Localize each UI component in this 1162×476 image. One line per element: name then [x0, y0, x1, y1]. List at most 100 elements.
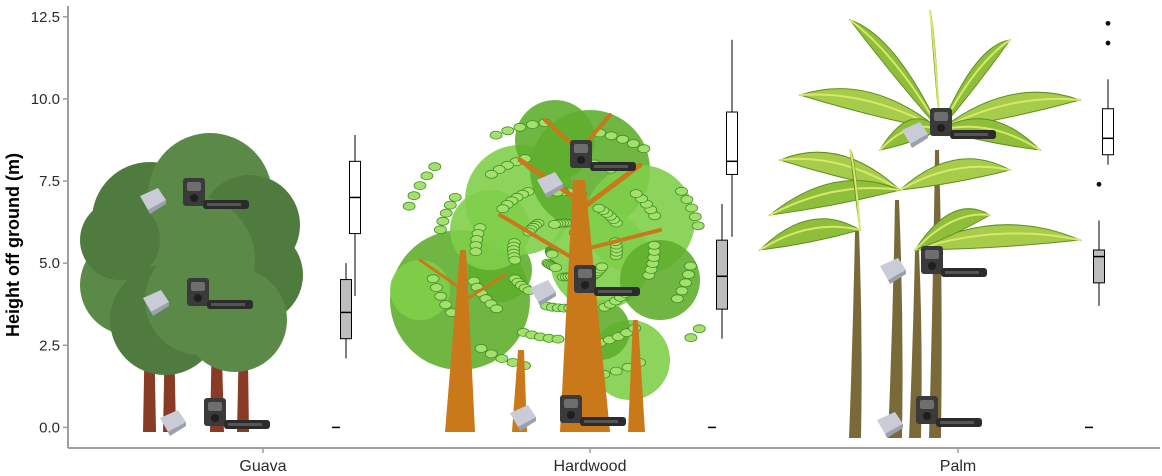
boxplot-box — [726, 111, 738, 175]
hardwood-leaf — [434, 291, 448, 301]
hardwood-leaf — [489, 130, 503, 140]
hardwood-leaf — [420, 171, 434, 181]
palm-frond — [898, 158, 1012, 191]
palm-frond-rib — [899, 165, 1011, 191]
hardwood-leaf — [688, 212, 702, 222]
camera-trap-icon — [187, 278, 253, 309]
sensor-box-icon — [160, 410, 186, 436]
sensor-box-icon — [537, 172, 563, 198]
hardwood-tree-illustration — [390, 100, 706, 432]
hardwood-leaf — [616, 134, 629, 144]
hardwood-leaf — [545, 249, 559, 259]
hardwood-main-trunk — [560, 180, 610, 432]
camera-trap-icon — [574, 265, 640, 296]
hardwood-leaf — [609, 366, 623, 376]
hardwood-leaf — [629, 189, 643, 199]
hardwood-branch — [498, 213, 578, 262]
palm-trunk — [909, 250, 922, 438]
hardwood-leaf — [595, 262, 609, 272]
hardwood-leaf — [407, 191, 421, 201]
y-tick-label: 2.5 — [39, 337, 60, 354]
palm-frond-rib — [914, 213, 991, 251]
hardwood-leaf — [436, 216, 450, 226]
boxplot-box — [1102, 108, 1114, 156]
hardwood-leaf — [684, 333, 698, 343]
boxplot-outlier — [1105, 20, 1111, 26]
guava-canopy — [80, 200, 160, 280]
hardwood-leaf — [448, 192, 462, 202]
hardwood-leaf — [551, 334, 565, 344]
palm-frond — [758, 218, 862, 251]
hardwood-leaf — [637, 144, 651, 154]
camera-trap-icon — [204, 398, 270, 429]
camera-trap-icon — [560, 395, 626, 426]
hardwood-leaf — [495, 354, 509, 364]
boxplot-guava — [340, 263, 352, 359]
boxplot-hardwood — [726, 39, 738, 237]
hardwood-leaf — [548, 219, 561, 229]
hardwood-leaf — [680, 195, 694, 204]
y-tick-label: 0.0 — [39, 419, 60, 436]
hardwood-leaf — [501, 126, 515, 136]
hardwood-leaf — [490, 304, 504, 314]
hardwood-leaf — [443, 200, 457, 210]
sensor-box-icon — [530, 280, 556, 306]
hardwood-leaf — [474, 344, 488, 353]
hardwood-leaf — [526, 120, 539, 129]
hardwood-leaf — [592, 203, 606, 213]
y-tick-label: 12.5 — [31, 9, 60, 26]
hardwood-leaf — [413, 181, 427, 191]
hardwood-trunk — [445, 250, 475, 432]
x-category-label: Hardwood — [554, 458, 627, 475]
camera-trap-icon — [570, 140, 636, 171]
hardwood-leaf — [508, 255, 522, 265]
hardwood-leaf — [682, 270, 695, 279]
palm-frond-rib — [849, 149, 861, 231]
palm-frond-rib — [779, 157, 901, 191]
hardwood-branch — [580, 228, 662, 252]
hardwood-trunk — [628, 320, 645, 432]
hardwood-leaf — [428, 162, 442, 172]
y-tick-label: 5.0 — [39, 255, 60, 272]
palm-trunk — [929, 150, 942, 438]
sensor-box-icon — [877, 412, 903, 438]
boxplot-palm — [1093, 181, 1105, 306]
sensor-box-icon — [880, 258, 906, 284]
hardwood-leaf — [679, 278, 692, 288]
hardwood-branch — [577, 162, 643, 213]
hardwood-leaf — [496, 204, 510, 214]
hardwood-leaf — [439, 300, 453, 310]
hardwood-leaf — [692, 324, 706, 334]
y-tick-label: 7.5 — [39, 173, 60, 190]
boxplots — [332, 20, 1114, 429]
hardwood-leaf — [549, 263, 562, 273]
hardwood-leaf — [484, 349, 498, 359]
boxplot-box — [1093, 249, 1105, 284]
hardwood-leaf — [671, 294, 684, 304]
boxplot-palm — [1102, 20, 1114, 165]
hardwood-leaf — [627, 139, 640, 149]
guava-tree-illustration — [80, 133, 303, 436]
hardwood-branch — [463, 273, 507, 302]
sensor-box-icon — [902, 122, 928, 148]
boxplot-guava — [349, 135, 361, 296]
hardwood-leaf — [685, 203, 698, 213]
hardwood-leaf — [429, 283, 443, 293]
hardwood-leaf — [439, 208, 453, 218]
hardwood-leaf — [402, 201, 416, 211]
sensor-box-icon — [510, 405, 536, 431]
tree-illustrations — [80, 9, 1082, 438]
hardwood-leaf — [675, 186, 688, 196]
hardwood-leaf — [647, 240, 661, 250]
boxplot-outlier — [1105, 40, 1111, 46]
sensor-box-icon — [143, 290, 169, 316]
hardwood-leaf — [691, 221, 705, 231]
camera-trap-icon — [916, 396, 982, 427]
boxplot-box — [340, 279, 352, 340]
boxplot-hardwood — [716, 204, 728, 339]
hardwood-leaf — [469, 247, 483, 257]
hardwood-leaf — [426, 274, 440, 284]
hardwood-leaf — [675, 286, 689, 296]
